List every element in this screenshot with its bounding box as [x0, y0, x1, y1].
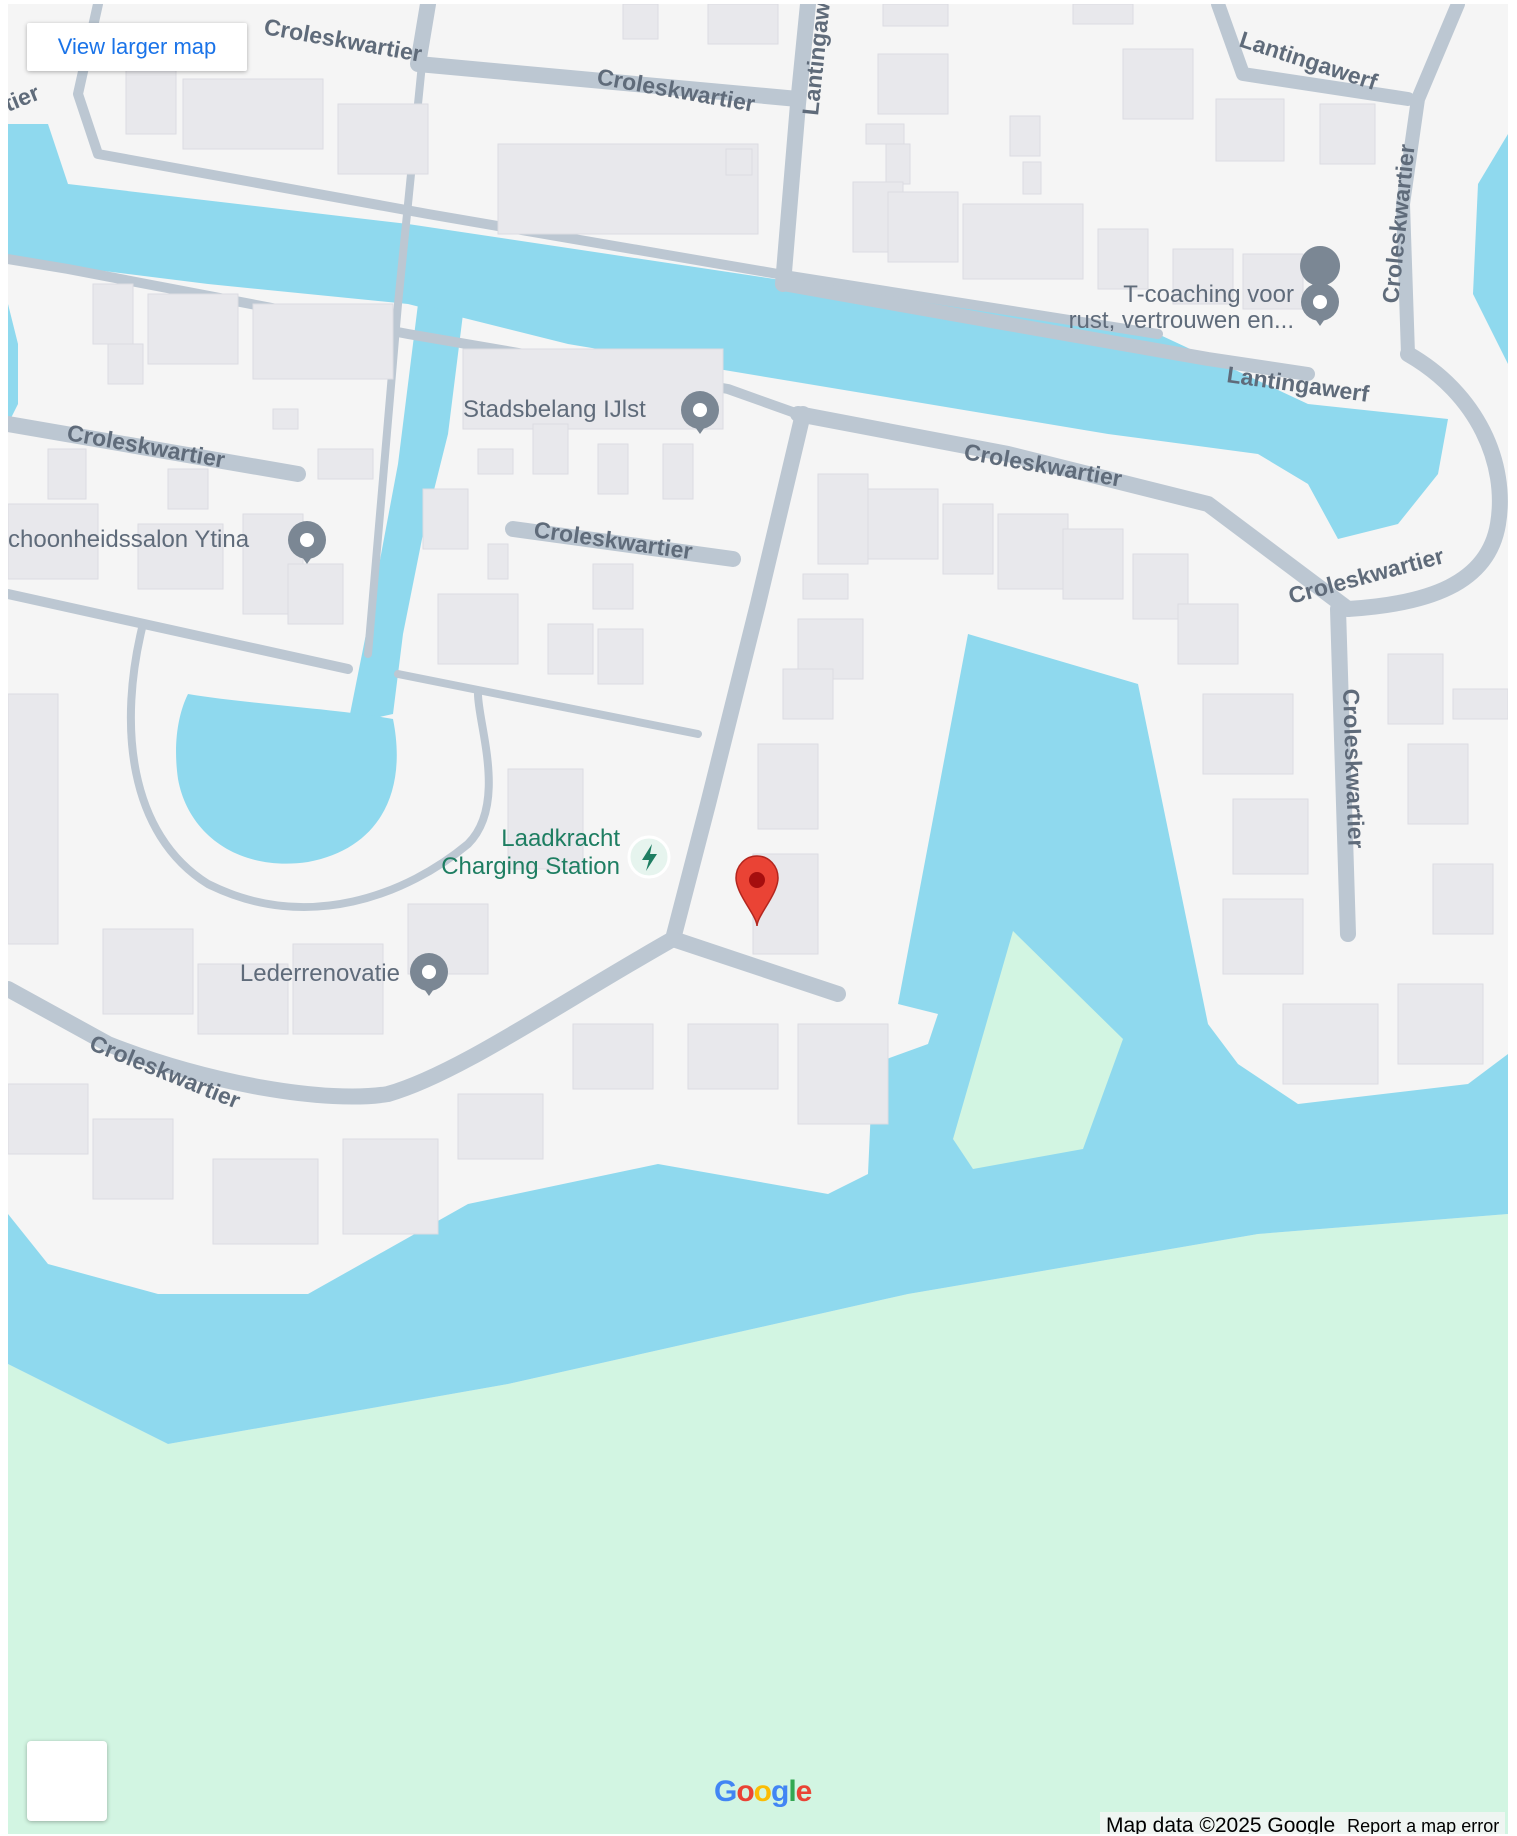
poi-laadkracht[interactable]: Laadkracht Charging Station: [441, 825, 671, 880]
logo-letter: l: [788, 1775, 796, 1808]
logo-letter: e: [795, 1775, 813, 1808]
park-island: [953, 931, 1123, 1169]
poi-pin-icon[interactable]: [1300, 246, 1341, 326]
poi-label: T-coaching voor: [1123, 281, 1294, 308]
logo-letter: o: [753, 1775, 772, 1808]
poi-label: choonheidssalon Ytina: [8, 526, 250, 553]
buildings: [8, 4, 1508, 1245]
map-canvas[interactable]: Croleskwartier Croleskwartier Lantingawe…: [8, 4, 1508, 1834]
road-network: [8, 4, 1508, 1105]
report-map-error-link[interactable]: Report a map error: [1341, 1812, 1506, 1834]
attribution-bar: Map data ©2025 Google Report a map error: [1100, 1812, 1506, 1834]
poi-pin-icon[interactable]: [288, 521, 326, 564]
logo-letter: G: [714, 1775, 737, 1808]
poi-pin-icon[interactable]: [410, 953, 448, 996]
poi-label: Laadkracht: [501, 825, 620, 852]
logo-letter: g: [771, 1775, 789, 1808]
map-data-attribution: Map data ©2025 Google: [1100, 1812, 1342, 1834]
lake-water: [8, 634, 1508, 1444]
canal-north: [8, 124, 1448, 539]
street-label: Croleskwartier: [1338, 688, 1370, 849]
map-control-box[interactable]: [27, 1741, 107, 1821]
map-graphic[interactable]: Croleskwartier Croleskwartier Lantingawe…: [8, 4, 1508, 1834]
canal-west: [8, 304, 18, 424]
poi-pin-icon[interactable]: [681, 391, 719, 434]
park-area: [8, 1214, 1508, 1834]
pond-water: [176, 694, 397, 864]
canal-inner: [348, 304, 463, 724]
poi-label: Lederrenovatie: [240, 960, 400, 987]
poi-stadsbelang[interactable]: Stadsbelang IJlst: [463, 391, 719, 434]
lightning-bolt-icon[interactable]: [627, 835, 671, 879]
google-logo: Google: [714, 1775, 813, 1809]
poi-label: Stadsbelang IJlst: [463, 396, 646, 423]
poi-label: rust, vertrouwen en...: [1069, 307, 1294, 334]
canal-east: [1473, 134, 1508, 364]
poi-label: Charging Station: [441, 853, 620, 880]
poi-schoonheidssalon[interactable]: choonheidssalon Ytina: [8, 521, 326, 564]
location-pin-icon[interactable]: [735, 855, 779, 927]
view-larger-map-link[interactable]: View larger map: [27, 23, 247, 71]
logo-letter: o: [736, 1775, 754, 1808]
poi-tcoaching[interactable]: T-coaching voor rust, vertrouwen en...: [1069, 246, 1341, 334]
poi-lederrenovatie[interactable]: Lederrenovatie: [240, 953, 448, 996]
